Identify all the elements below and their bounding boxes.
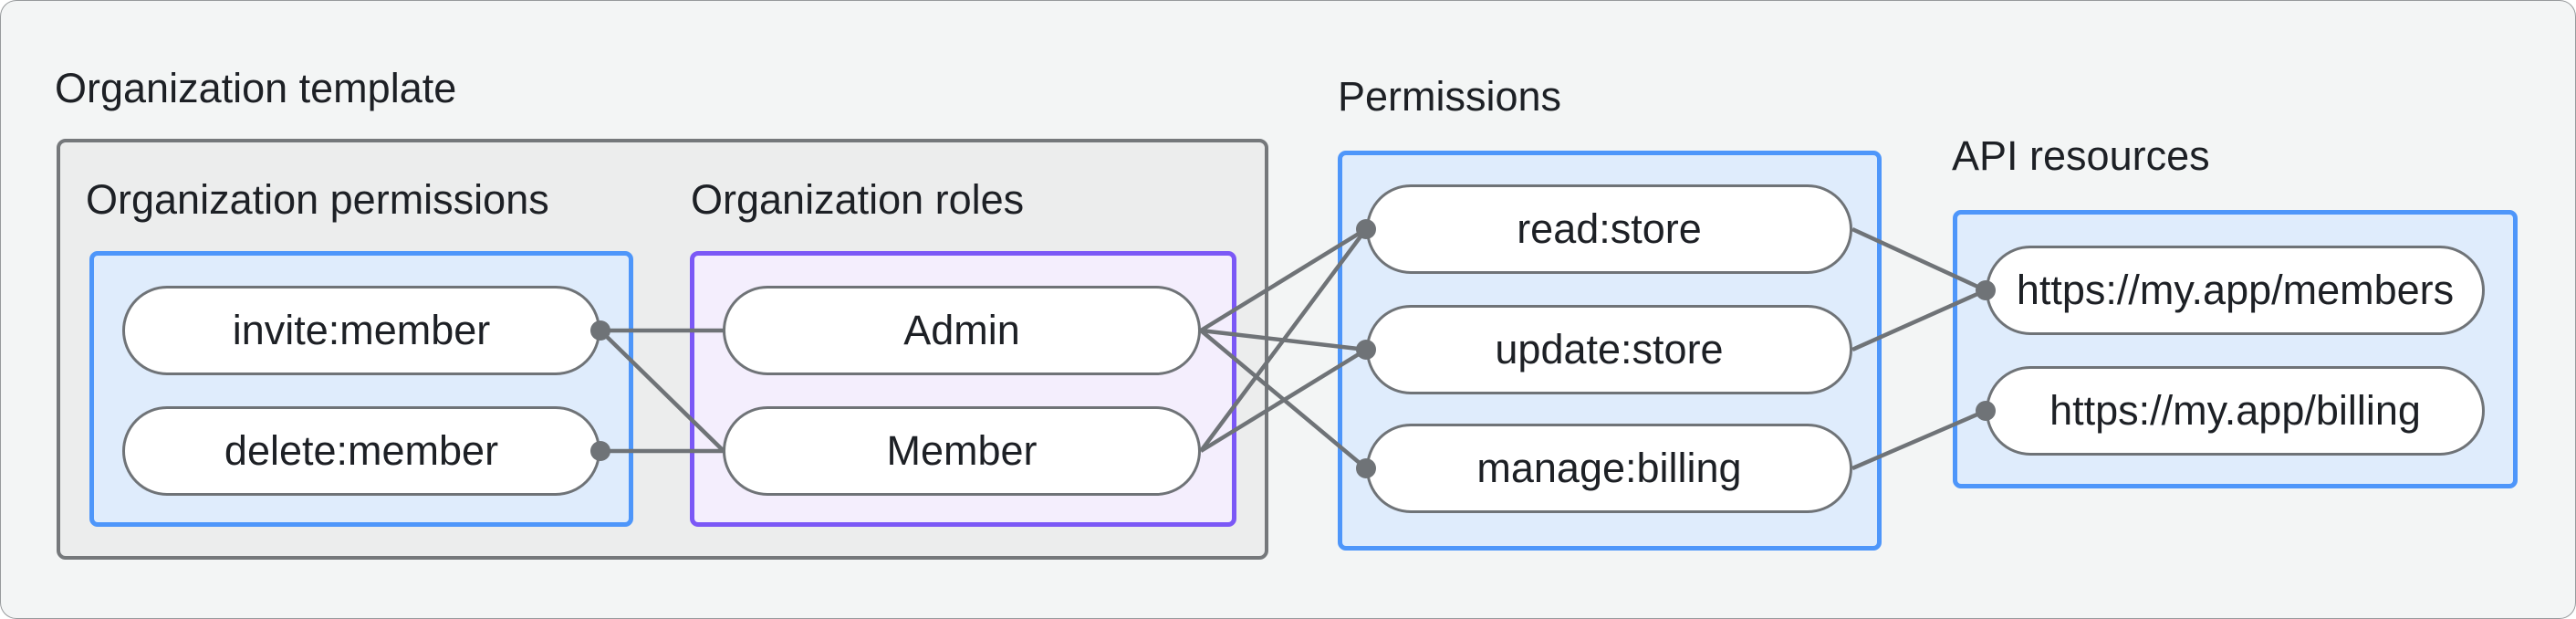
pill-read-store: read:store [1366,184,1852,274]
pill-member: Member [723,406,1201,496]
pill-url-billing: https://my.app/billing [1986,366,2485,456]
permissions-label: Permissions [1338,73,1562,120]
organization-permissions-label: Organization permissions [86,176,549,223]
pill-invite-member: invite:member [122,286,600,375]
api-resources-label: API resources [1952,132,2210,179]
pill-admin: Admin [723,286,1201,375]
pill-update-store: update:store [1366,305,1852,394]
pill-delete-member: delete:member [122,406,600,496]
pill-url-members: https://my.app/members [1986,246,2485,335]
pill-manage-billing: manage:billing [1366,424,1852,513]
organization-roles-label: Organization roles [691,176,1025,223]
organization-template-label: Organization template [55,65,457,111]
